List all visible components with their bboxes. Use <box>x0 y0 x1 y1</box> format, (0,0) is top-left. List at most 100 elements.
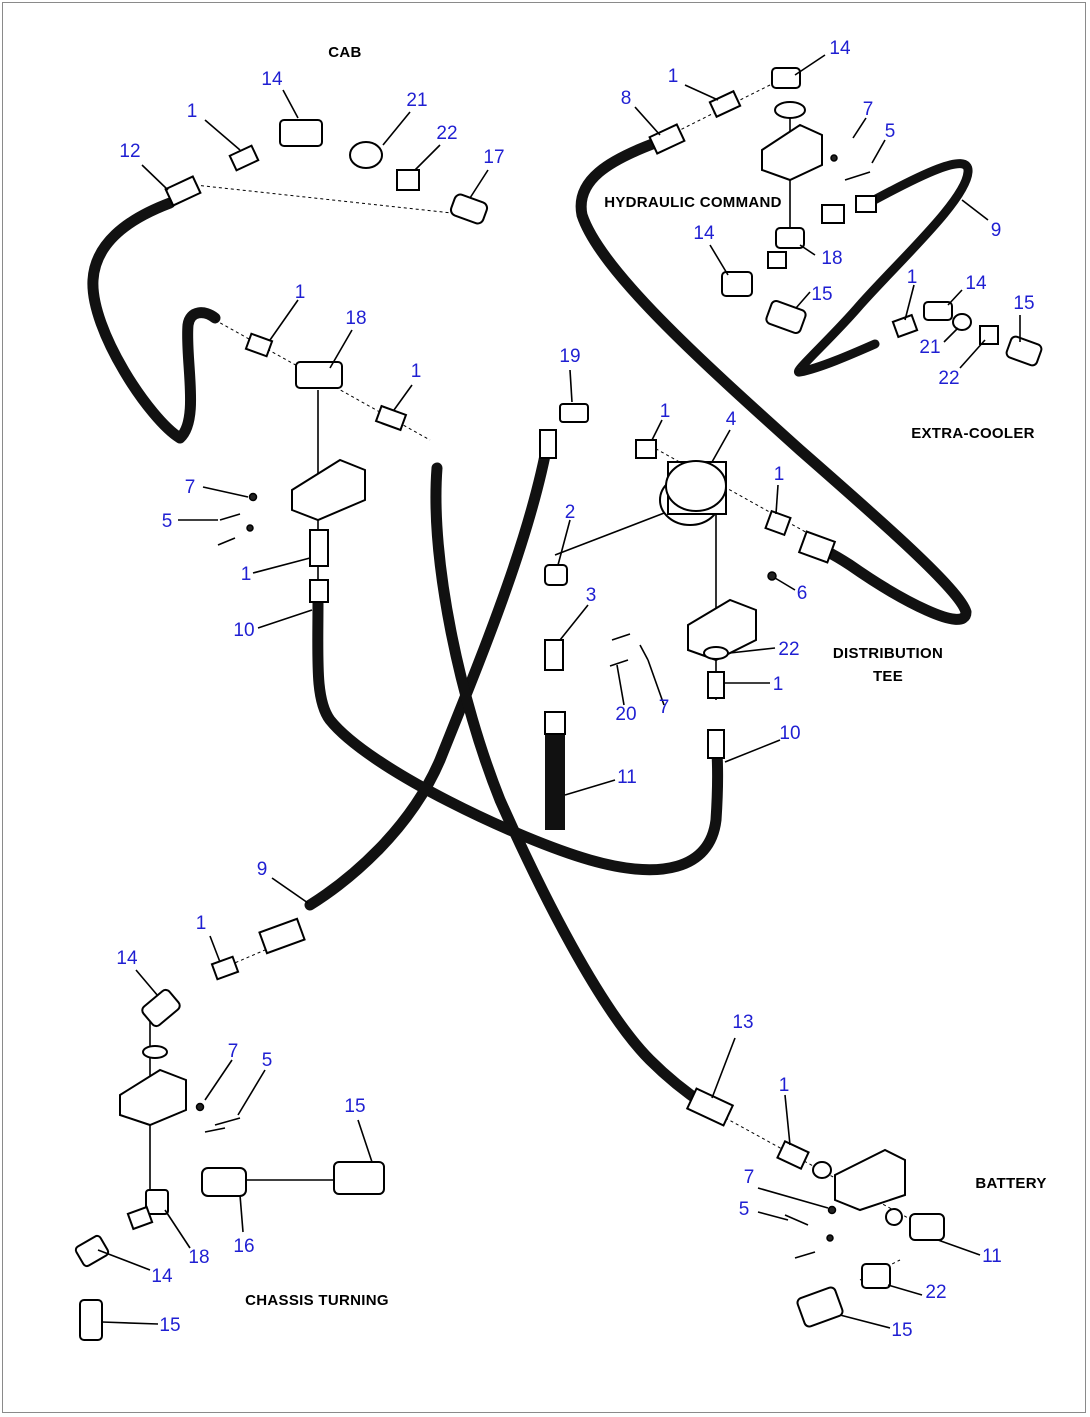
adapter-1 <box>635 439 657 459</box>
adapter-1 <box>228 144 260 172</box>
tee-18 <box>295 361 343 389</box>
callout-number: 4 <box>726 409 737 430</box>
washer <box>246 524 254 532</box>
adapter-1 <box>244 332 274 358</box>
assembly-lines <box>149 74 931 1281</box>
callout-number: 14 <box>261 69 283 90</box>
hose-end-fitting <box>544 711 566 735</box>
coupler-15 <box>796 1286 844 1328</box>
callout-number: 5 <box>885 121 896 142</box>
callout-number: 13 <box>732 1012 753 1033</box>
washer-21 <box>349 141 383 169</box>
elbow-19 <box>559 403 589 423</box>
callout-number: 15 <box>1013 293 1034 314</box>
elbow-2 <box>544 564 568 586</box>
adapter-1 <box>707 671 725 699</box>
callout-number: 3 <box>586 585 597 606</box>
elbow-14 <box>771 67 801 89</box>
hose-9-cooler-loop <box>793 159 973 377</box>
adapter-1 <box>776 1140 810 1170</box>
callout-number: 1 <box>779 1075 790 1096</box>
washer-21 <box>952 313 972 331</box>
callout-number: 7 <box>744 1167 755 1188</box>
callout-number: 7 <box>863 99 874 120</box>
callout-number: 21 <box>406 90 427 111</box>
coupler-15 <box>1005 335 1043 367</box>
elbow-14 <box>141 988 181 1028</box>
bracket <box>761 123 823 182</box>
label-chassis-turning: CHASSIS TURNING <box>245 1292 389 1309</box>
callout-number: 22 <box>925 1282 946 1303</box>
label-hydraulic-command: HYDRAULIC COMMAND <box>604 194 782 211</box>
callout-number: 21 <box>919 337 940 358</box>
washer-22 <box>703 646 729 660</box>
callout-number: 15 <box>891 1320 912 1341</box>
callout-number: 6 <box>797 583 808 604</box>
callout-number: 22 <box>436 123 457 144</box>
callout-number: 1 <box>295 282 306 303</box>
callout-number: 1 <box>668 66 679 87</box>
flow-block-4-face <box>665 460 727 512</box>
coupler-17 <box>449 193 489 225</box>
callout-number: 11 <box>982 1246 1002 1267</box>
callout-number: 1 <box>241 564 252 585</box>
elbow-14 <box>923 301 953 321</box>
bracket <box>687 598 757 662</box>
elbow-14 <box>279 119 323 147</box>
label-cab: CAB <box>328 44 361 61</box>
washer <box>885 1208 903 1226</box>
callout-number: 9 <box>257 859 268 880</box>
nut-22 <box>861 1263 891 1289</box>
adapter-1 <box>210 955 240 981</box>
callout-number: 2 <box>565 502 576 523</box>
callout-number: 1 <box>411 361 422 382</box>
coupler-15 <box>79 1299 103 1341</box>
adapter-1 <box>374 404 408 432</box>
callout-number: 16 <box>233 1236 254 1257</box>
section-labels: CAB HYDRAULIC COMMAND EXTRA-COOLER DISTR… <box>245 44 1046 1309</box>
leader-lines <box>97 54 1021 1329</box>
callout-number: 7 <box>659 697 670 718</box>
nut-7 <box>248 492 258 502</box>
callout-number: 22 <box>778 639 799 660</box>
callout-number: 14 <box>693 223 715 244</box>
callout-number: 1 <box>774 464 785 485</box>
adapter-1 <box>708 89 742 119</box>
hose-end-fitting <box>648 123 686 155</box>
hose-9-lower <box>304 434 554 911</box>
callout-number: 10 <box>233 620 254 641</box>
adapter-1 <box>764 509 792 537</box>
callout-number: 9 <box>991 220 1002 241</box>
hose-end-fitting <box>855 195 877 213</box>
callout-number: 1 <box>660 401 671 422</box>
adapter-1 <box>891 313 919 339</box>
adapter-1 <box>309 529 329 567</box>
bracket <box>291 458 366 522</box>
coupler-15 <box>765 299 807 335</box>
callout-number: 15 <box>811 284 832 305</box>
callout-number: 1 <box>773 674 784 695</box>
callouts: 1 14 21 22 17 12 1 14 7 5 8 9 18 14 15 1… <box>116 38 1034 1341</box>
hose-end-fitting <box>539 429 557 459</box>
hose-end-fitting <box>685 1087 735 1127</box>
label-tee: TEE <box>873 668 903 685</box>
elbow-14 <box>721 271 753 297</box>
washer <box>142 1045 168 1059</box>
nut-7 <box>827 1205 837 1215</box>
hose-12 <box>87 197 221 444</box>
hose-13 <box>430 462 711 1111</box>
callout-number: 19 <box>559 346 580 367</box>
bracket <box>834 1148 906 1212</box>
adapter <box>126 1205 154 1231</box>
label-distribution: DISTRIBUTION <box>833 645 943 662</box>
callout-number: 18 <box>345 308 366 329</box>
hose-end-fitting <box>258 917 306 955</box>
nut-22 <box>396 169 420 191</box>
washer <box>826 1234 834 1242</box>
hose-end-fitting <box>164 175 202 207</box>
callout-number: 7 <box>185 477 196 498</box>
nut-7 <box>830 154 838 162</box>
washer <box>812 1161 832 1179</box>
callout-number: 15 <box>159 1315 180 1336</box>
